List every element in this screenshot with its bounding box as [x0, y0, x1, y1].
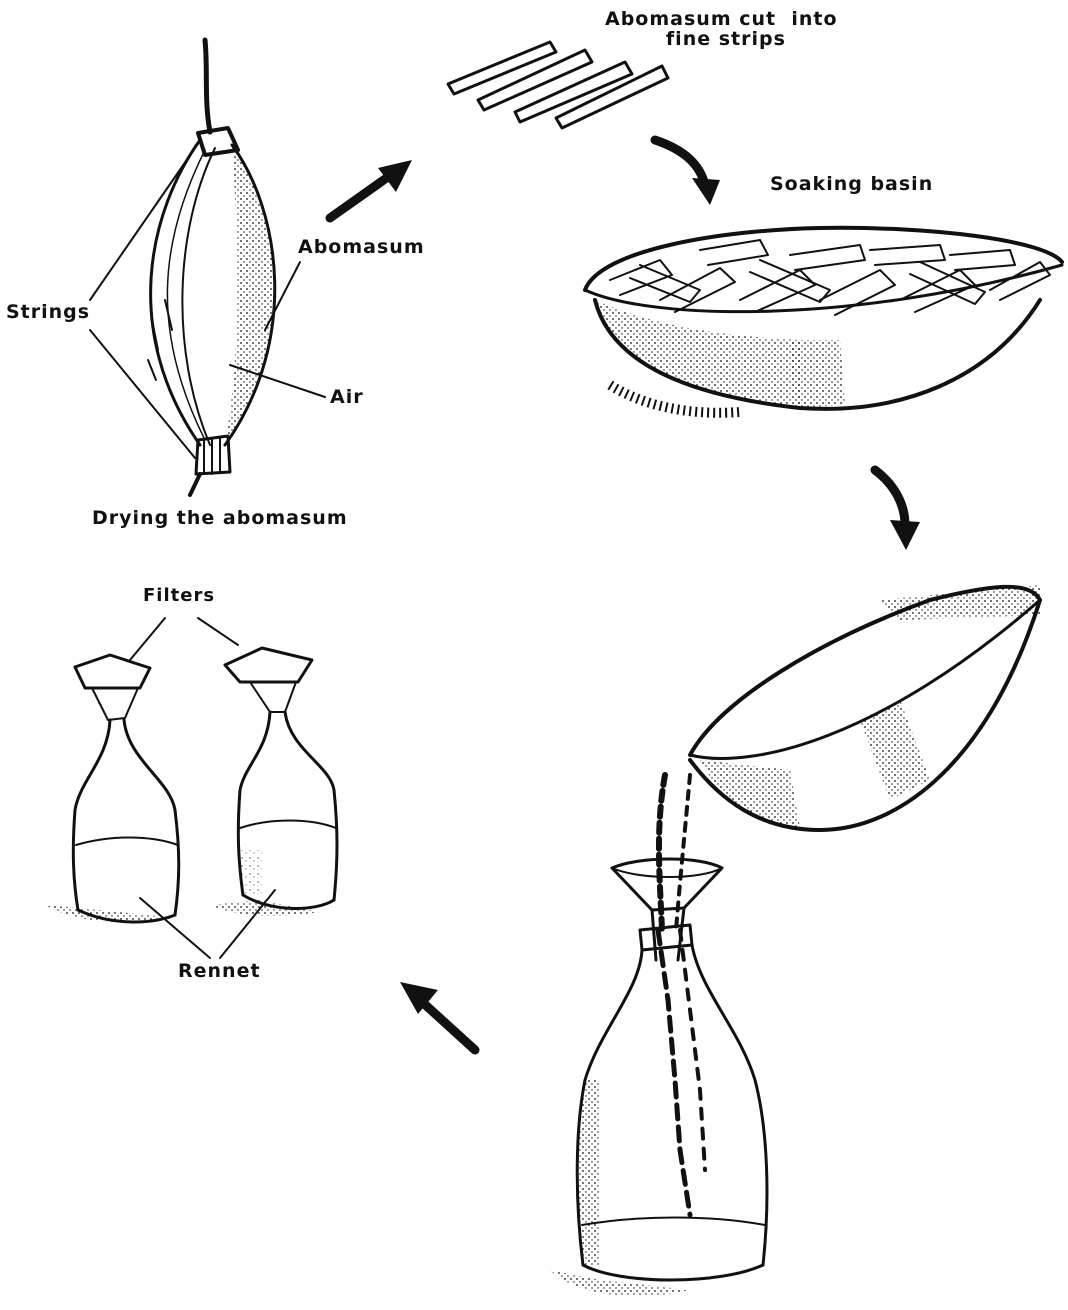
filters-label: Filters — [143, 587, 215, 606]
filtered-bottles-illustration — [45, 618, 337, 958]
rennet-label: Rennet — [178, 962, 261, 982]
air-label: Air — [330, 388, 364, 408]
soaking-basin-label: Soaking basin — [770, 175, 933, 195]
abomasum-strips-illustration — [448, 42, 668, 128]
strings-label: Strings — [6, 303, 90, 323]
pouring-illustration — [550, 585, 1040, 1296]
drying-label: Drying the abomasum — [92, 509, 348, 529]
arrow-to-basin — [655, 140, 720, 205]
arrow-to-strips — [330, 160, 412, 218]
strips-label: Abomasum cut into fine strips — [605, 10, 838, 50]
arrow-to-pouring — [875, 470, 920, 550]
drying-abomasum-illustration — [90, 40, 325, 495]
soaking-basin-illustration — [585, 228, 1062, 413]
arrow-to-filters — [400, 982, 475, 1050]
abomasum-label: Abomasum — [298, 238, 425, 258]
